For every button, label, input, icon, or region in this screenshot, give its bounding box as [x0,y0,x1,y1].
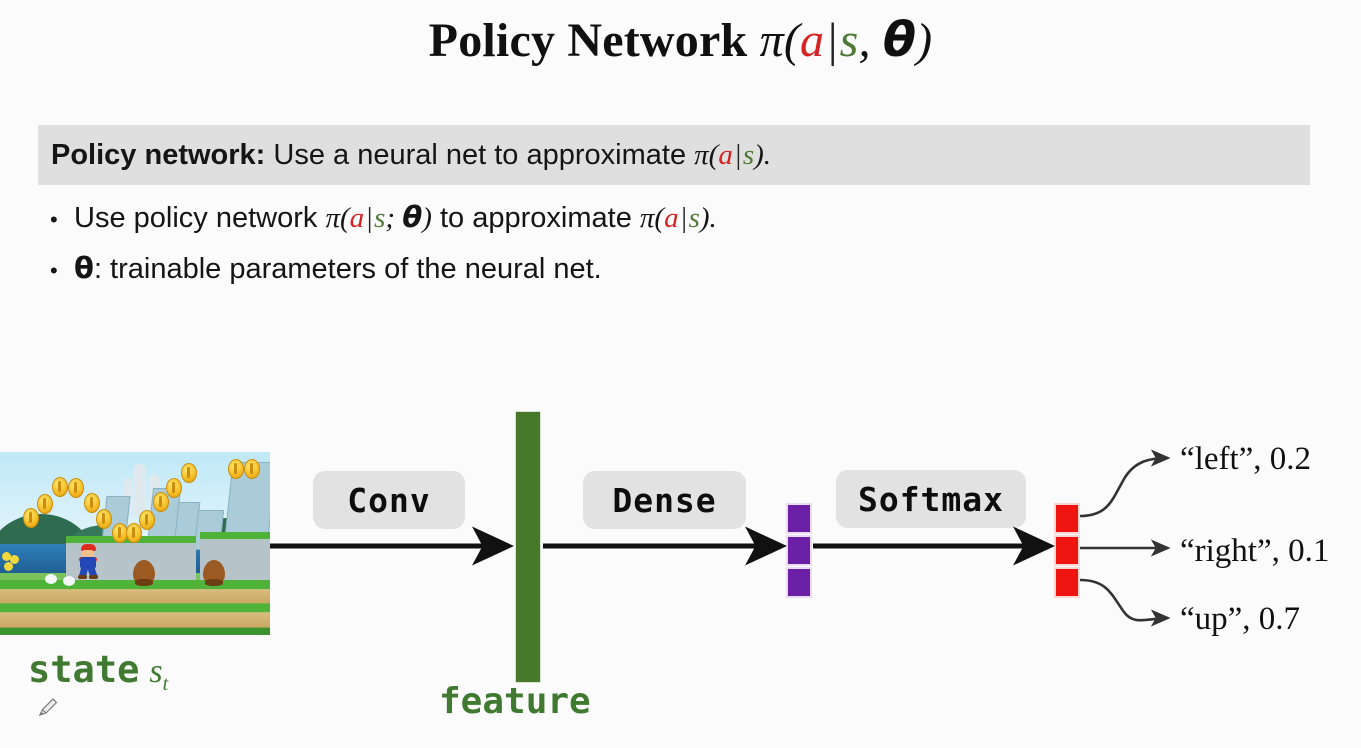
hidden-unit-1 [786,503,812,534]
coin [166,478,182,498]
title-var-action: a [800,14,825,67]
coin [84,493,100,513]
coin [228,459,244,479]
goomba-enemy [133,560,155,586]
bullet-1-formula-1: π(a|s; θ) [325,200,432,234]
title-comma: , [858,14,883,67]
coin [68,478,84,498]
tower-1 [133,464,146,516]
hidden-unit-2 [786,535,812,566]
flower-petal [2,552,11,561]
bullet-1-mid: to approximate [431,202,640,234]
bullet-1-text: Use policy network π(a|s; θ) to approxim… [74,200,717,235]
b1f1-close: ) [422,202,432,234]
mario-cap [81,544,96,551]
goomba-enemy [203,560,225,586]
b1f2-action: a [664,202,679,234]
dust-puff [45,574,57,584]
state-caption-symbol: st [139,653,168,695]
title-paren-close: ) [916,14,933,67]
coin [153,492,169,512]
coin [52,477,68,497]
highlight-banner: Policy network: Use a neural net to appr… [38,125,1310,185]
output-label-right: “right”, 0.1 [1180,533,1330,569]
mario-shoe-right [89,575,98,579]
b1f2-pi: π( [639,202,665,234]
coin [37,494,53,514]
title-separator: | [825,14,839,67]
output-unit-1 [1054,503,1080,534]
mario-sprite [78,544,98,579]
banner-paren-close: ). [754,138,772,171]
feature-vector-bar [515,411,541,683]
state-caption-word: state [28,648,140,691]
title-pi-open: π( [759,14,801,67]
bullet-2-text: θ: trainable parameters of the neural ne… [74,251,602,286]
list-item: • θ: trainable parameters of the neural … [50,251,1150,286]
dense-layer-box[interactable]: Dense [583,471,746,529]
output-label-up: “up”, 0.7 [1180,601,1301,637]
b1f1-action: a [349,202,365,234]
title-var-theta: θ [882,12,917,68]
bullet-marker: • [50,207,58,232]
banner-var-state: s [742,138,755,171]
banner-pi-open: π( [694,138,719,171]
banner-separator: | [733,138,742,171]
list-item: • Use policy network π(a|s; θ) to approx… [50,200,1150,235]
state-image [0,452,270,635]
b1f2-state: s [688,202,700,234]
bullet-1-formula-2: π(a|s). [640,202,717,234]
coin [244,459,260,479]
banner-body-text: Use a neural net to approximate [265,138,695,171]
b1f2-bar: | [679,202,688,234]
output-unit-2 [1054,535,1080,566]
coin [181,463,197,483]
bullet-1-pre: Use policy network [74,202,326,234]
banner-var-action: a [718,138,733,171]
bullet-list: • Use policy network π(a|s; θ) to approx… [50,200,1150,302]
b1f2-close: ). [699,202,717,234]
hidden-unit-3 [786,567,812,598]
b1f1-pi: π( [325,202,350,234]
output-label-left: “left”, 0.2 [1180,441,1312,477]
mario-body [80,557,96,569]
flower-petal [10,555,19,564]
state-symbol-s: s [149,653,163,690]
bullet-2-body: : trainable parameters of the neural net… [93,253,602,285]
b1f1-theta: θ [402,200,423,234]
bullet-marker: • [50,258,58,283]
bullet-2-theta: θ [74,251,94,285]
coin [126,523,142,543]
title-main-text: Policy Network [428,14,748,67]
flower-petal [4,562,13,571]
banner-lead-label: Policy network: [51,138,266,171]
b1f1-state: s [374,202,386,234]
feature-caption: feature [439,681,591,722]
softmax-layer-box[interactable]: Softmax [836,470,1026,528]
banner-text: Policy network: Use a neural net to appr… [38,139,771,172]
state-symbol-subscript: t [162,672,169,695]
page-title: Policy Network π(a|s, θ) [0,12,1361,68]
banner-formula: π(a|s). [694,139,771,171]
conv-layer-box[interactable]: Conv [313,471,465,529]
fire-flower [2,552,20,574]
b1f1-semi: ; [385,202,403,234]
b1f1-bar: | [365,202,374,234]
ground-layer [0,580,270,635]
title-var-state: s [839,14,859,67]
output-unit-3 [1054,567,1080,598]
mario-face [82,550,94,558]
dust-puff [63,576,75,586]
coin [139,510,155,530]
coin [96,509,112,529]
title-formula: π(a|s, θ) [759,12,933,68]
mario-shoe-left [78,575,87,579]
pencil-cursor-icon [38,698,58,717]
coin [23,508,39,528]
